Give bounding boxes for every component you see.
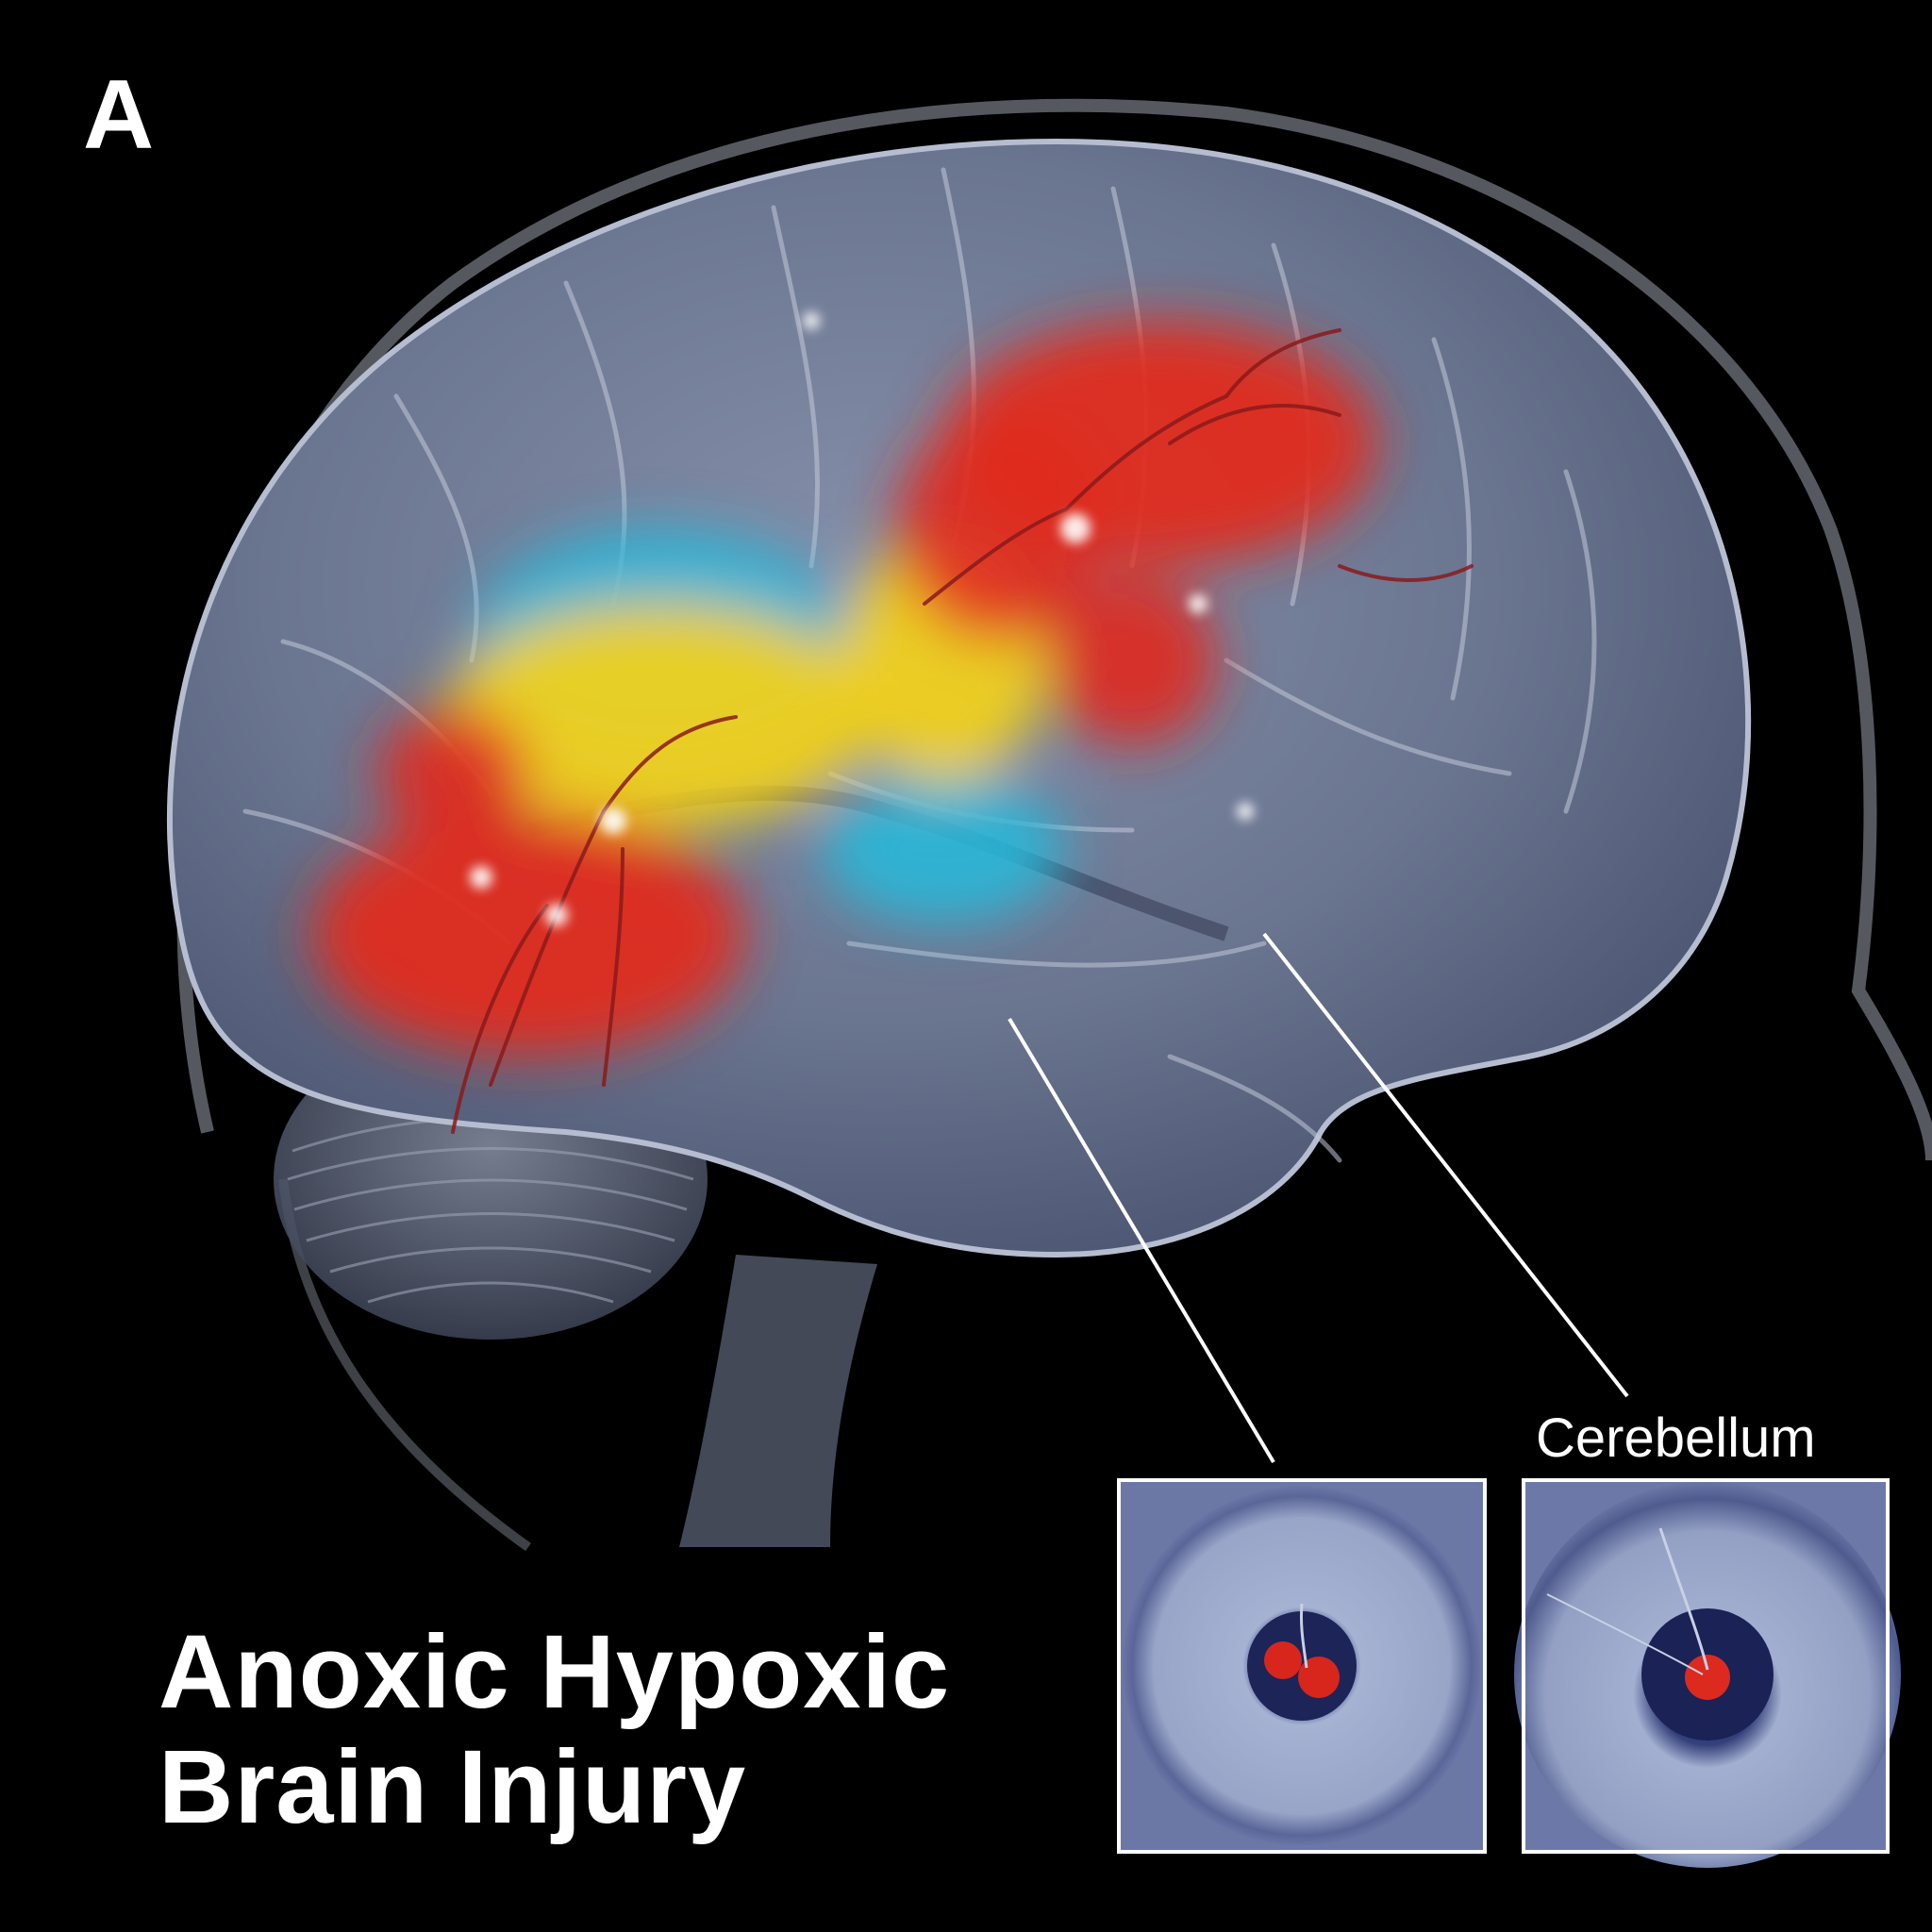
inset-1-tissue: [1121, 1482, 1483, 1850]
cerebellum-label: Cerebellum: [1536, 1407, 1816, 1469]
pointer-line-1: [1008, 1017, 1275, 1464]
brainstem: [679, 1255, 877, 1547]
panel-letter: A: [83, 60, 155, 170]
neuron-highlights: [470, 312, 1254, 926]
figure-title-line-2: Brain Injury: [158, 1729, 747, 1845]
inset-panel-1: [1117, 1478, 1487, 1854]
inset-panel-2: [1522, 1478, 1890, 1854]
injury-heatmap: [311, 321, 1377, 1057]
figure-title-line-1: Anoxic Hypoxic: [158, 1614, 951, 1730]
inset-2-tissue: [1514, 1481, 1901, 1868]
damaged-vessels: [451, 328, 1474, 1134]
pointer-line-2: [1262, 932, 1629, 1398]
